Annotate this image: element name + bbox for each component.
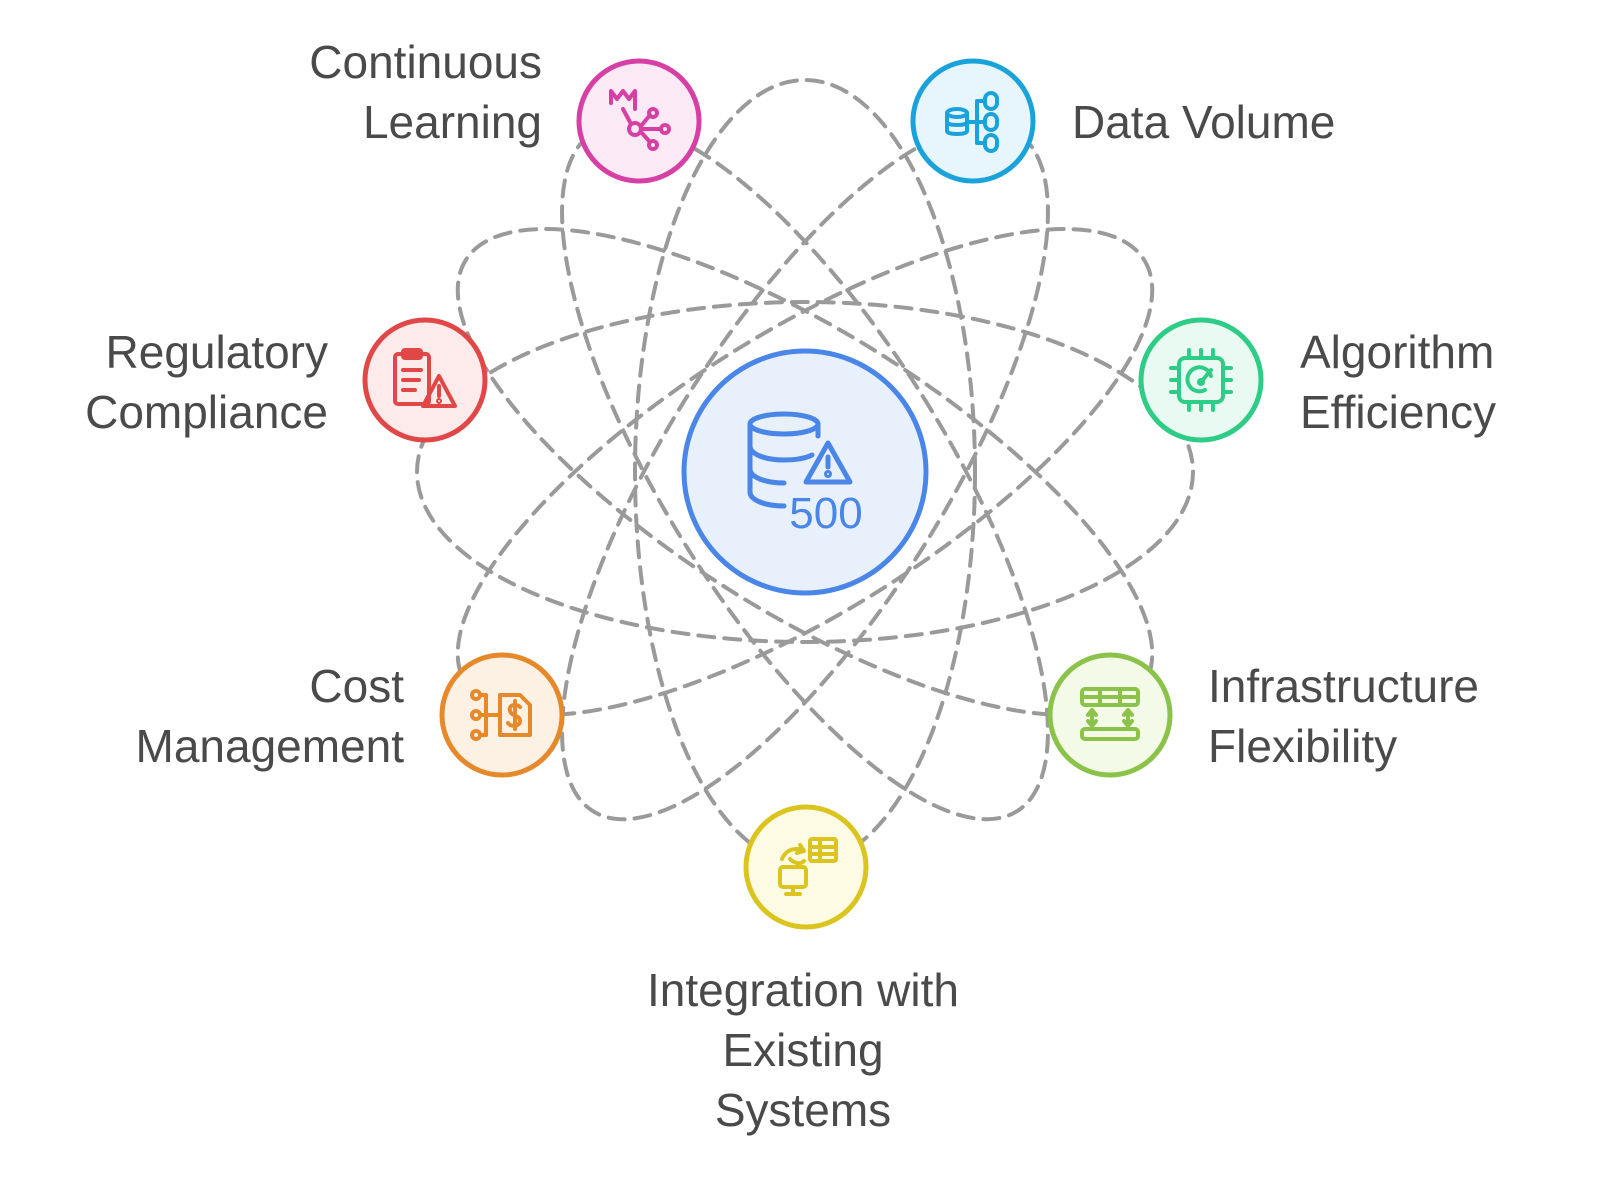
label-line: Existing — [722, 1024, 884, 1076]
label-line: Data Volume — [1072, 96, 1336, 148]
label-continuous-learning: Continuous Learning — [309, 32, 542, 152]
label-line: Integration with — [647, 964, 959, 1016]
node-circle — [576, 58, 702, 184]
server-rack-icon — [1080, 687, 1140, 741]
label-line: Efficiency — [1300, 386, 1497, 438]
node-continuous-learning — [576, 58, 702, 184]
label-line: Management — [135, 720, 405, 772]
node-integration-existing-systems — [743, 804, 869, 930]
system-integration-icon — [778, 837, 838, 896]
label-infrastructure-flexibility: Infrastructure Flexibility — [1208, 656, 1479, 776]
label-line: Flexibility — [1208, 720, 1398, 772]
label-line: Cost — [309, 660, 404, 712]
center-circle — [681, 348, 929, 596]
orbit-ellipse — [415, 300, 1195, 644]
node-algorithm-efficiency — [1138, 317, 1264, 443]
compliance-warning-icon — [393, 348, 457, 408]
label-line: Regulatory — [105, 326, 328, 378]
node-circle — [1047, 652, 1173, 778]
label-integration-existing-systems: Integration with Existing Systems — [603, 960, 1003, 1140]
ml-network-icon — [609, 89, 671, 151]
label-cost-management: Cost Management — [136, 656, 405, 776]
database-warning-icon — [747, 411, 853, 509]
cost-flow-icon — [470, 689, 532, 741]
label-line: Algorithm — [1300, 326, 1495, 378]
label-line: Infrastructure — [1208, 660, 1479, 712]
label-algorithm-efficiency: Algorithm Efficiency — [1300, 322, 1496, 442]
label-regulatory-compliance: Regulatory Compliance — [85, 322, 328, 442]
node-cost-management — [439, 652, 565, 778]
database-stack-icon — [945, 91, 999, 153]
orbit-ellipse — [560, 122, 1050, 822]
center-value: 500 — [789, 489, 862, 538]
center-node: 500 — [681, 348, 929, 596]
node-regulatory-compliance — [362, 317, 488, 443]
label-data-volume: Data Volume — [1072, 92, 1335, 152]
node-circle — [362, 317, 488, 443]
label-line: Learning — [362, 96, 542, 148]
factor-nodes — [362, 58, 1264, 930]
label-line: Continuous — [309, 36, 542, 88]
cpu-gauge-icon — [1169, 348, 1233, 412]
node-data-volume — [910, 58, 1036, 184]
label-line: Compliance — [85, 386, 328, 438]
orbit-ellipse — [560, 122, 1050, 822]
label-line: Systems — [714, 1084, 892, 1136]
node-infrastructure-flexibility — [1047, 652, 1173, 778]
